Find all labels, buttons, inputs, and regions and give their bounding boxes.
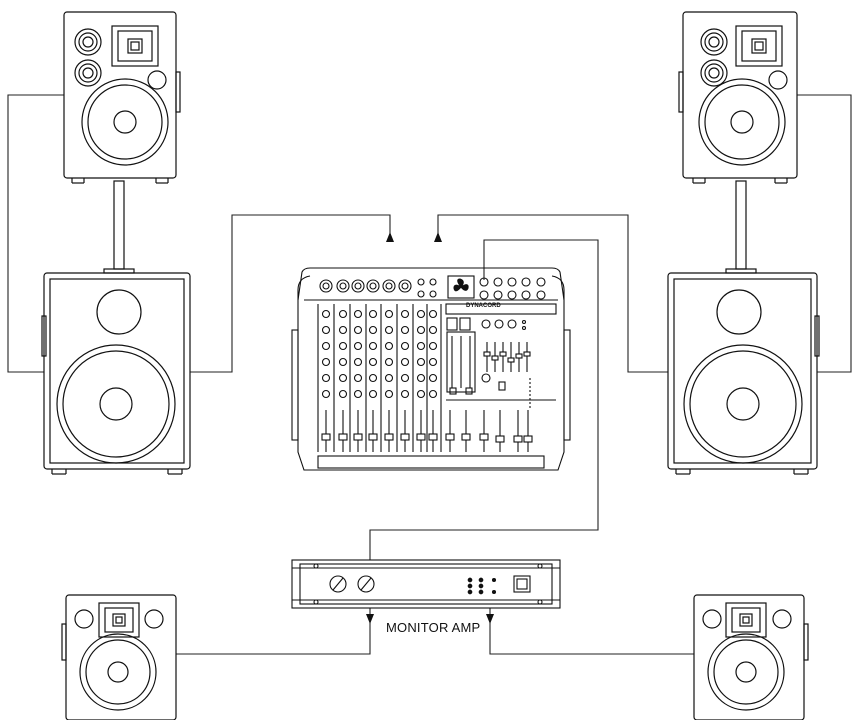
cable-left-top-speaker [7, 94, 64, 373]
cable-amp-to-left-monitor [176, 608, 371, 655]
monitor-amp-label: MONITOR AMP [386, 620, 481, 635]
amp-gain-knob-right [357, 575, 375, 593]
cable-mixer-to-monitor-amp [369, 239, 599, 560]
top-left-speaker [63, 11, 181, 184]
fan-icon [447, 275, 475, 299]
mixer-brand-label: DYNACORD [466, 303, 501, 309]
arrow-down-right-monitor [486, 614, 494, 624]
arrow-up-left [386, 232, 394, 242]
amp-indicators [467, 577, 497, 595]
cable-right-top-speaker [797, 94, 852, 373]
right-monitor [693, 594, 809, 720]
left-subwoofer [41, 272, 191, 475]
arrow-up-right [434, 232, 442, 242]
mixer-channel-strips [317, 304, 442, 452]
top-right-speaker [678, 11, 798, 184]
left-speaker-pole [103, 180, 135, 274]
mixer-xlr-inputs [319, 278, 437, 298]
cables [7, 94, 852, 655]
right-subwoofer [667, 272, 820, 475]
amp-power-switch [513, 575, 531, 593]
arrow-down-left-monitor [366, 614, 374, 624]
cable-mixer-to-right-sub [437, 214, 668, 373]
powered-mixer [291, 267, 571, 471]
amp-gain-knob-left [329, 575, 347, 593]
cable-amp-to-right-monitor [489, 608, 694, 655]
cable-left-sub-to-mixer [190, 214, 391, 373]
signal-arrows [366, 232, 494, 624]
left-monitor [61, 594, 177, 720]
monitor-amp [291, 559, 561, 609]
mixer-master-section [445, 303, 557, 452]
mixer-output-jacks [479, 277, 546, 300]
right-speaker-pole [725, 180, 757, 274]
